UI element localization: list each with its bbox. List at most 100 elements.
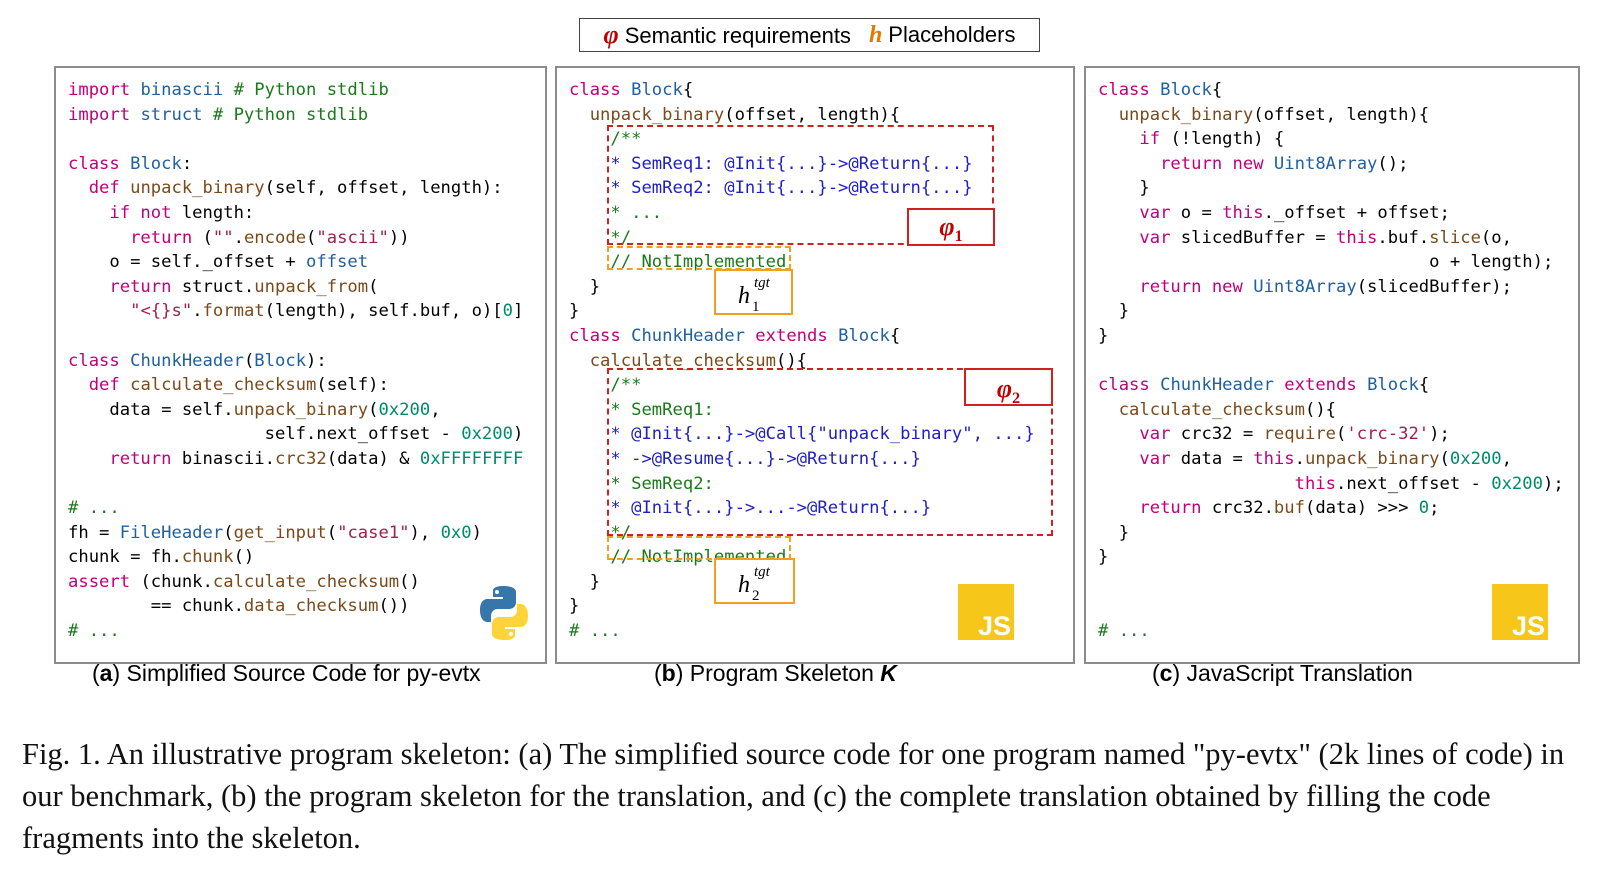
caption-b-letter: b [661, 660, 676, 686]
code-line: fh = FileHeader(get_input("case1"), 0x0) [68, 521, 523, 546]
code-token: ( [1439, 448, 1450, 469]
code-line: } [569, 594, 1035, 619]
code-line: unpack_binary(offset, length){ [1098, 103, 1564, 128]
code-token: * @Init{...}->@Call{"unpack_binary", ...… [610, 424, 1035, 445]
code-token: { [1211, 80, 1223, 100]
code-token: "ascii" [316, 227, 389, 248]
code-token: class [1098, 80, 1150, 100]
code-token: * SemReq2: @Init{...}->@Return{...} [610, 178, 973, 199]
code-token: crc32 [274, 448, 327, 469]
code-token: (chunk. [130, 571, 213, 592]
code-token: ( [243, 350, 255, 371]
code-token: chunk [181, 547, 234, 568]
code-token: Uint8Array [1263, 153, 1378, 174]
code-line [1098, 349, 1564, 374]
code-token: unpack_binary [119, 178, 265, 199]
code-token: ( [368, 399, 379, 420]
code-token: unpack_binary [1118, 104, 1254, 125]
code-token: * @Init{...}->...->@Return{...} [610, 498, 932, 519]
code-token: format [202, 301, 265, 322]
code-token: # ... [1098, 621, 1150, 642]
code-token: ) [471, 522, 482, 543]
code-token: struct. [171, 276, 255, 297]
code-line: var o = this._offset + offset; [1098, 201, 1564, 226]
code-token: ; [1429, 498, 1440, 519]
code-line: class Block{ [569, 78, 1035, 103]
code-token: ( [223, 522, 234, 543]
caption-c: (c) JavaScript Translation [1152, 660, 1413, 686]
code-token: if not [68, 202, 172, 223]
caption-a: (a) Simplified Source Code for py-evtx [92, 660, 481, 686]
code-token: buf [1273, 498, 1305, 519]
code-token: .next_offset - [1336, 473, 1492, 494]
code-token: encode [243, 227, 307, 248]
phi-2-symbol: φ [996, 374, 1013, 403]
code-line: } [1098, 299, 1564, 324]
code-line: class Block{ [1098, 78, 1564, 103]
code-token: ): [306, 350, 327, 371]
code-line: import struct # Python stdlib [68, 103, 523, 128]
code-token: class [1098, 375, 1150, 396]
code-token: 0x200 [378, 399, 431, 420]
code-token [569, 105, 590, 125]
code-token [569, 449, 610, 469]
code-token: FileHeader [119, 522, 224, 543]
code-token: () [233, 547, 255, 568]
code-token: 0x200 [1491, 473, 1543, 494]
code-token: ] [513, 301, 524, 322]
code-token: return [1098, 498, 1202, 519]
h-2-superscript: tgt [754, 564, 770, 580]
h-symbol: h [868, 21, 883, 48]
code-line: "<{}s".format(length), self.buf, o)[0] [68, 299, 523, 324]
code-token: # ... [569, 621, 621, 642]
code-line: o + length); [1098, 250, 1564, 275]
code-token: } [1098, 325, 1109, 346]
code-line: calculate_checksum(){ [1098, 398, 1564, 423]
code-token: } [569, 596, 580, 617]
code-token: ( [368, 276, 379, 297]
code-line: } [1098, 521, 1564, 546]
code-line: return new Uint8Array(); [1098, 152, 1564, 177]
code-token: (data) & [326, 448, 420, 469]
code-token [569, 129, 610, 149]
code-line: var crc32 = require('crc-32'); [1098, 422, 1564, 447]
code-line: this.next_offset - 0x200); [1098, 472, 1564, 497]
code-token: } [1098, 522, 1130, 543]
code-token: return [68, 276, 172, 297]
semreq-box-2 [607, 368, 1053, 536]
code-token: ); [1542, 473, 1564, 494]
code-token: (o, [1480, 227, 1512, 248]
code-token: "" [212, 227, 234, 248]
code-line: def unpack_binary(self, offset, length): [68, 176, 523, 201]
code-token: : [181, 153, 193, 174]
code-line: /** [569, 373, 1035, 398]
code-token: (offset, length){ [1253, 104, 1430, 125]
caption-b-text: Program Skeleton [683, 660, 881, 686]
code-token: calculate_checksum [119, 375, 317, 396]
code-line: def calculate_checksum(self): [68, 373, 523, 398]
code-token: class [68, 350, 120, 371]
code-token [569, 252, 610, 272]
code-token: ChunkHeader [1149, 375, 1274, 396]
code-token: ( [306, 227, 317, 248]
caption-a-text: Simplified Source Code for py-evtx [120, 660, 481, 686]
python-logo-icon [480, 586, 528, 640]
caption-c-letter: c [1159, 660, 1173, 686]
code-token: data_checksum [243, 596, 379, 617]
code-line: return crc32.buf(data) >>> 0; [1098, 496, 1564, 521]
code-line: var data = this.unpack_binary(0x200, [1098, 447, 1564, 472]
code-line: */ [569, 226, 1035, 251]
code-line: import binascii # Python stdlib [68, 78, 523, 103]
code-token: . [233, 227, 244, 248]
code-token: crc32 = [1170, 424, 1264, 445]
caption-a-letter: a [99, 660, 113, 686]
figure-caption: Fig. 1. An illustrative program skeleton… [22, 737, 1565, 855]
code-token: .buf. [1377, 227, 1430, 248]
code-token: 'crc-32' [1346, 424, 1430, 445]
code-token: unpack_binary [233, 399, 369, 420]
code-token [569, 178, 610, 198]
code-token: slice [1429, 227, 1481, 248]
code-token: (){ [1304, 399, 1337, 420]
